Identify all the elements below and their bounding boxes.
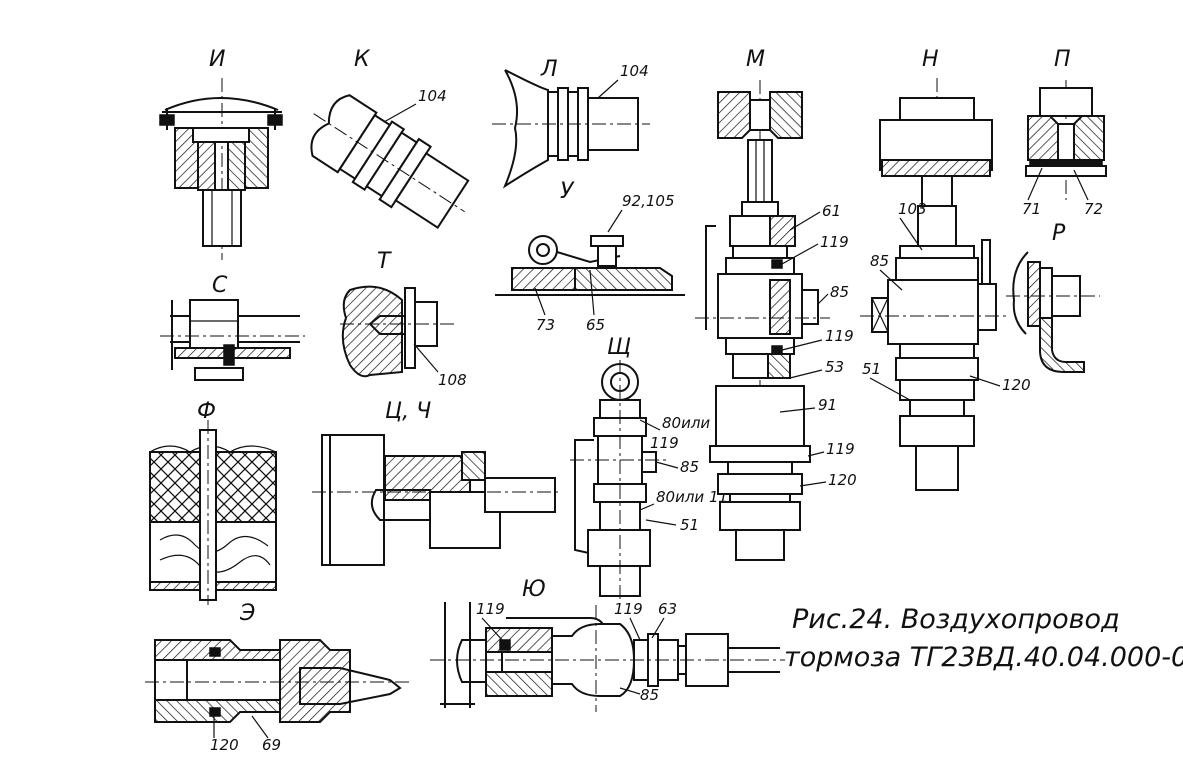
view-label-t: Т	[377, 249, 392, 274]
callout-85: 85	[680, 458, 699, 476]
view-n: Н 103 85 51 120	[860, 47, 1031, 491]
view-label-r: Р	[1052, 221, 1066, 246]
view-i: И	[159, 47, 283, 260]
callout-85: 85	[830, 283, 849, 301]
view-label-u: У	[560, 179, 575, 204]
view-label-e: Э	[239, 601, 255, 626]
view-e: Э 120 69	[145, 601, 410, 754]
caption-line-2: тормоза ТГ23ВД.40.04.000-06	[784, 642, 1183, 673]
figure-caption: Рис.24. Воздухопровод тормоза ТГ23ВД.40.…	[784, 604, 1183, 673]
callout-104: 104	[620, 62, 649, 80]
view-t: Т 108	[340, 249, 467, 389]
callout-69: 69	[262, 736, 281, 754]
view-l: Л 104	[492, 57, 650, 189]
callout-119: 119	[476, 600, 505, 618]
view-u: У 92,105 73 65	[495, 179, 685, 334]
callout-72: 72	[1084, 200, 1103, 218]
callout-65: 65	[586, 316, 605, 334]
callout-51: 51	[680, 516, 699, 534]
view-m: М 61 119 85 119	[695, 47, 857, 561]
callout-119: 119	[650, 434, 679, 452]
callout-119: 119	[825, 327, 854, 345]
callout-61: 61	[822, 202, 841, 220]
callout-120: 120	[828, 471, 857, 489]
view-p: П 71 72	[1022, 47, 1107, 218]
view-label-p: П	[1054, 47, 1071, 72]
view-label-s: С	[212, 273, 228, 298]
callout-92-105: 92,105	[622, 192, 675, 210]
view-label-k: К	[354, 47, 371, 72]
view-yu: Ю 119 119 63 85	[430, 577, 785, 712]
callout-120: 120	[1002, 376, 1031, 394]
callout-103: 103	[898, 200, 927, 218]
callout-108: 108	[438, 371, 467, 389]
view-label-l: Л	[540, 57, 558, 82]
callout-71: 71	[1022, 200, 1041, 218]
view-label-n: Н	[922, 47, 939, 72]
view-ts-ch: Ц, Ч	[312, 399, 560, 566]
callout-119: 119	[820, 233, 849, 251]
callout-51: 51	[862, 360, 881, 378]
caption-line-1: Рис.24. Воздухопровод	[792, 604, 1120, 635]
view-r: Р	[1006, 221, 1100, 373]
callout-85: 85	[870, 252, 889, 270]
view-label-sch: Щ	[607, 335, 631, 360]
callout-91: 91	[818, 396, 837, 414]
view-label-ts-ch: Ц, Ч	[385, 399, 431, 424]
view-sch: Щ 80или 119 85 80или 119 51	[570, 335, 738, 600]
callout-85: 85	[640, 686, 659, 704]
callout-120: 120	[210, 736, 239, 754]
callout-104: 104	[418, 87, 447, 105]
view-f: Ф	[149, 399, 277, 605]
view-label-m: М	[746, 47, 765, 72]
callout-63: 63	[658, 600, 677, 618]
view-k: К 104	[310, 47, 470, 229]
view-label-yu: Ю	[522, 577, 546, 602]
callout-119: 119	[826, 440, 855, 458]
view-s: С	[160, 273, 305, 381]
callout-80-or: 80или	[662, 414, 710, 432]
view-label-f: Ф	[197, 399, 216, 424]
callout-53: 53	[825, 358, 844, 376]
view-label-i: И	[209, 47, 225, 72]
callout-119: 119	[614, 600, 643, 618]
callout-73: 73	[536, 316, 555, 334]
